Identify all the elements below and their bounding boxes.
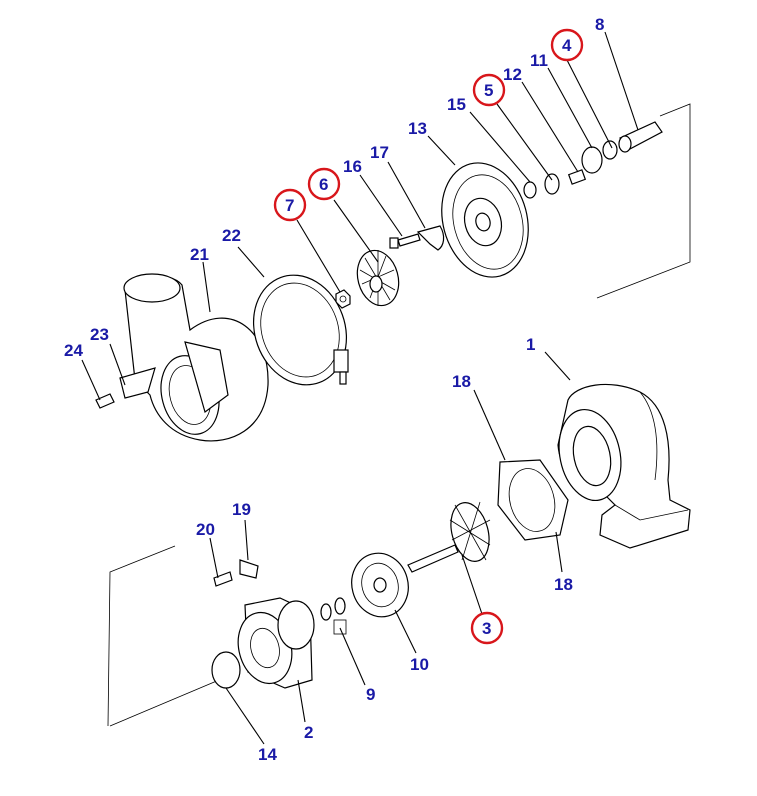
callout-4: 4: [562, 36, 572, 55]
callout-16: 16: [343, 157, 362, 176]
compressor-housing: [123, 273, 269, 442]
bolt-and-plate: [389, 225, 445, 251]
highlight-circle-6: [307, 167, 341, 201]
leader-lines: [81, 31, 639, 745]
bolt-plate-23-24: [95, 367, 156, 409]
callout-12: 12: [503, 65, 522, 84]
bolt-plate-19-20: [213, 559, 259, 587]
piston-rings: [320, 597, 347, 635]
callout-1: 1: [526, 335, 535, 354]
callout-2: 2: [304, 723, 313, 742]
callout-5: 5: [484, 81, 493, 100]
gasket: [497, 459, 569, 541]
callout-9: 9: [366, 685, 375, 704]
callout-20: 20: [196, 520, 215, 539]
callout-18a: 18: [452, 372, 471, 391]
highlight-circles: [273, 28, 584, 645]
callout-11: 11: [530, 51, 548, 70]
o-ring: [211, 651, 241, 689]
compressor-wheel: [356, 249, 400, 307]
highlight-circle-3: [470, 611, 504, 645]
callout-24: 24: [64, 341, 83, 360]
compressor-nut: [335, 289, 351, 309]
callout-17: 17: [370, 143, 389, 162]
clamp-band: [252, 274, 349, 386]
callout-10: 10: [410, 655, 429, 674]
highlight-circle-5: [472, 73, 506, 107]
callout-15: 15: [447, 95, 466, 114]
compressor-back-plate: [441, 162, 529, 278]
callout-3: 3: [482, 619, 491, 638]
highlight-circle-4: [550, 28, 584, 62]
small-parts-upper: [523, 121, 663, 199]
callout-13: 13: [408, 119, 427, 138]
callout-7: 7: [285, 196, 294, 215]
callout-18b: 18: [554, 575, 573, 594]
turbine-housing: [557, 383, 691, 549]
callout-6: 6: [319, 175, 328, 194]
callout-21: 21: [190, 245, 209, 264]
highlight-circle-7: [273, 188, 307, 222]
callout-23: 23: [90, 325, 109, 344]
heat-shield: [351, 552, 409, 618]
callout-8: 8: [595, 15, 604, 34]
callout-labels: 1 2 3 4 5 6 7 8 9 10 11 12 13 14 15 16 1…: [64, 15, 604, 764]
callout-14: 14: [258, 745, 277, 764]
callout-22: 22: [222, 226, 241, 245]
callout-19: 19: [232, 500, 251, 519]
turbine-shaft-wheel: [407, 501, 491, 573]
center-housing: [237, 597, 315, 689]
